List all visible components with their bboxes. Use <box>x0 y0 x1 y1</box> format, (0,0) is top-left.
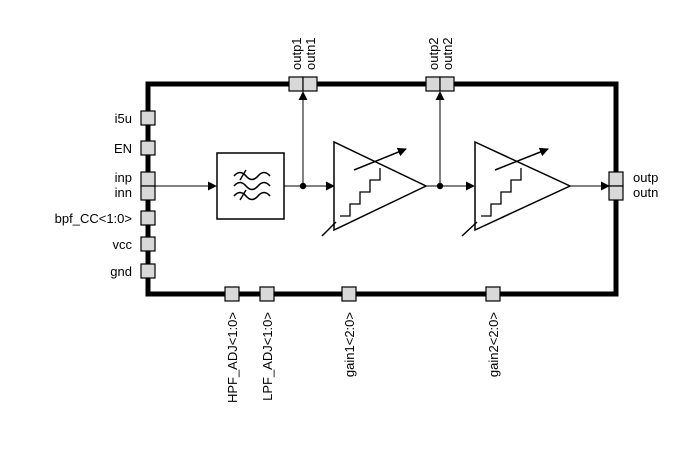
pin-bpf-cc <box>140 210 156 226</box>
label-outp2: outp2 <box>426 37 441 70</box>
label-en: EN <box>114 141 132 156</box>
pin-inn <box>140 185 156 201</box>
label-inp: inp <box>115 170 132 185</box>
pin-gain1 <box>341 286 357 302</box>
label-outp1: outp1 <box>289 37 304 70</box>
pin-gnd <box>140 263 156 279</box>
top-pin-labels: outp1 outn1 outp2 outn2 <box>289 37 455 70</box>
label-i5u: i5u <box>115 111 132 126</box>
label-outp: outp <box>633 170 658 185</box>
bottom-pins <box>224 286 501 302</box>
pin-outn2 <box>439 76 455 92</box>
right-pin-labels: outp outn <box>633 170 658 200</box>
pin-en <box>140 140 156 156</box>
label-gain1: gain1<2:0> <box>342 312 357 377</box>
pin-lpf-adj <box>259 286 275 302</box>
signal-wires <box>155 91 610 191</box>
bandpass-filter-icon <box>216 152 285 220</box>
label-gain2: gain2<2:0> <box>486 312 501 377</box>
label-inn: inn <box>115 185 132 200</box>
junction-dot <box>436 182 444 190</box>
pin-outp2 <box>425 76 441 92</box>
right-pins <box>608 171 624 201</box>
pin-outn1 <box>302 76 318 92</box>
bottom-pin-labels: HPF_ADJ<1:0> LPF_ADJ<1:0> gain1<2:0> gai… <box>225 312 501 403</box>
pin-gain2 <box>485 286 501 302</box>
label-bpf-cc: bpf_CC<1:0> <box>55 211 132 226</box>
pin-outp1 <box>288 76 304 92</box>
left-pin-labels: i5u EN inp inn bpf_CC<1:0> vcc gnd <box>55 111 133 279</box>
label-gnd: gnd <box>110 264 132 279</box>
label-hpf-adj: HPF_ADJ<1:0> <box>225 312 240 403</box>
pin-hpf-adj <box>224 286 240 302</box>
top-pins <box>288 76 455 92</box>
label-vcc: vcc <box>113 237 133 252</box>
label-outn: outn <box>633 185 658 200</box>
left-pins <box>140 110 156 279</box>
variable-gain-amplifier-icon <box>321 140 428 237</box>
pin-outn <box>608 185 624 201</box>
pin-outp <box>608 171 624 187</box>
pin-inp <box>140 171 156 187</box>
pin-i5u <box>140 110 156 126</box>
pin-vcc <box>140 236 156 252</box>
label-outn1: outn1 <box>303 37 318 70</box>
label-lpf-adj: LPF_ADJ<1:0> <box>260 312 275 401</box>
junction-dot <box>299 182 307 190</box>
label-outn2: outn2 <box>440 37 455 70</box>
variable-gain-amplifier-icon <box>461 140 572 237</box>
